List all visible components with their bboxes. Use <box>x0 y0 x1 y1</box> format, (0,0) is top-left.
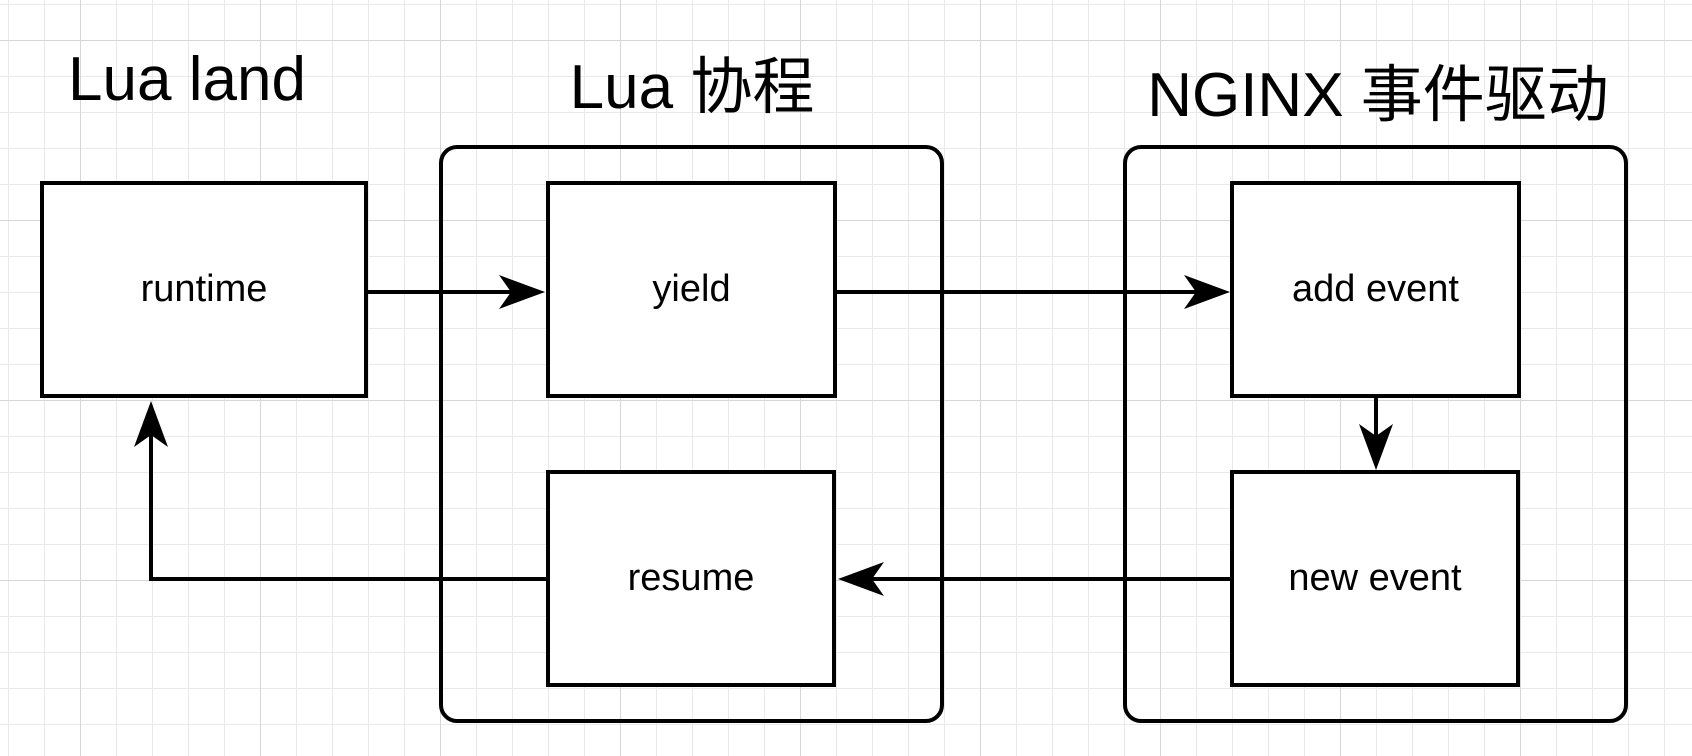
node-new-event-label: new event <box>1288 557 1462 599</box>
node-yield-label: yield <box>652 268 731 310</box>
group-container-nginx-event-driven <box>1123 145 1628 723</box>
node-runtime-label: runtime <box>140 268 268 310</box>
region-title-lua-coroutine: Lua 协程 <box>569 53 815 122</box>
region-title-nginx-event-driven: NGINX 事件驱动 <box>1147 61 1609 130</box>
node-resume: resume <box>546 470 836 687</box>
node-add-event: add event <box>1230 181 1521 398</box>
node-yield: yield <box>546 181 837 398</box>
node-runtime: runtime <box>40 181 368 398</box>
node-add-event-label: add event <box>1292 268 1459 310</box>
node-resume-label: resume <box>627 557 755 599</box>
node-new-event: new event <box>1230 470 1520 687</box>
region-title-lua-land: Lua land <box>68 45 306 114</box>
